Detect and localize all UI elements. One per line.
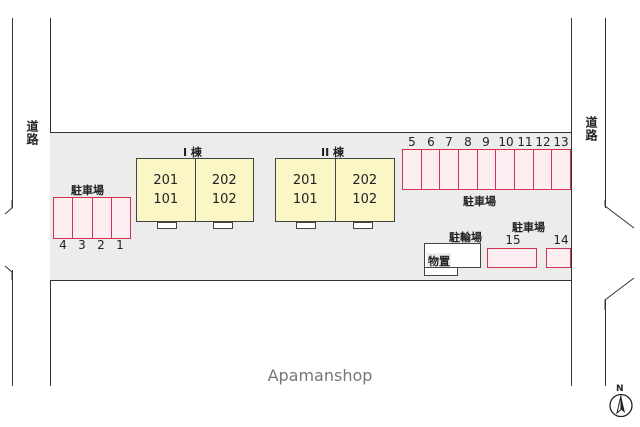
parking-label: 駐車場 [71, 184, 104, 197]
space-number: 14 [553, 233, 569, 247]
unit-number-lower: 102 [352, 192, 378, 207]
parking-space [534, 150, 553, 189]
space-number: 15 [505, 233, 521, 247]
unit-block: 201 101 [137, 159, 196, 221]
entrance-step [296, 222, 316, 229]
parking-space [403, 150, 422, 189]
road-edge-notch [4, 200, 13, 280]
parking-space [459, 150, 478, 189]
unit-block: 201 101 [276, 159, 336, 221]
parking-space [440, 150, 460, 189]
right-road-label: 道路 [584, 116, 598, 142]
entrance-step [157, 222, 177, 229]
space-number: 2 [97, 238, 105, 252]
entrance-step [353, 222, 373, 229]
parking-space [73, 198, 93, 238]
bicycle-parking-label: 駐輪場 [449, 231, 482, 244]
building-label: I 棟 [183, 146, 202, 159]
entrance-step [213, 222, 233, 229]
unit-number-upper: 201 [153, 173, 179, 188]
compass-circle-icon [609, 393, 633, 418]
space-number: 4 [59, 238, 67, 252]
unit-number-lower: 101 [153, 192, 179, 207]
parking-label: 駐車場 [463, 195, 496, 208]
parking-space [422, 150, 441, 189]
road-edge-notch [604, 200, 635, 310]
parking-space [478, 150, 497, 189]
watermark-logo: Apamanshop [267, 366, 373, 385]
parking-space [112, 198, 130, 238]
parking-space [487, 248, 537, 268]
storage-shed [424, 267, 458, 276]
space-number: 5 [408, 135, 416, 149]
compass-label: N [616, 384, 624, 394]
unit-block: 202 102 [195, 159, 253, 221]
unit-number-upper: 202 [352, 173, 378, 188]
space-number: 1 [116, 238, 124, 252]
parking-space [546, 248, 571, 268]
north-arrow-icon: N [608, 384, 634, 418]
parking-space [515, 150, 534, 189]
space-number: 3 [78, 238, 86, 252]
unit-number-lower: 101 [292, 192, 318, 207]
parking-space [552, 150, 570, 189]
space-number: 8 [464, 135, 472, 149]
parking-label: 駐車場 [512, 221, 545, 234]
building-label: II 棟 [321, 146, 345, 159]
parking-space [93, 198, 112, 238]
unit-number-upper: 202 [211, 173, 237, 188]
space-number: 12 [535, 135, 551, 149]
parking-space [496, 150, 516, 189]
space-number: 13 [553, 135, 569, 149]
left-road-label: 道路 [25, 120, 39, 146]
space-number: 9 [482, 135, 490, 149]
parking-space [54, 198, 74, 238]
space-number: 6 [427, 135, 435, 149]
unit-block: 202 102 [335, 159, 394, 221]
space-number: 11 [517, 135, 533, 149]
storage-label: 物置 [427, 253, 451, 269]
space-number: 7 [445, 135, 453, 149]
space-number: 10 [498, 135, 514, 149]
unit-number-upper: 201 [292, 173, 318, 188]
unit-number-lower: 102 [211, 192, 237, 207]
